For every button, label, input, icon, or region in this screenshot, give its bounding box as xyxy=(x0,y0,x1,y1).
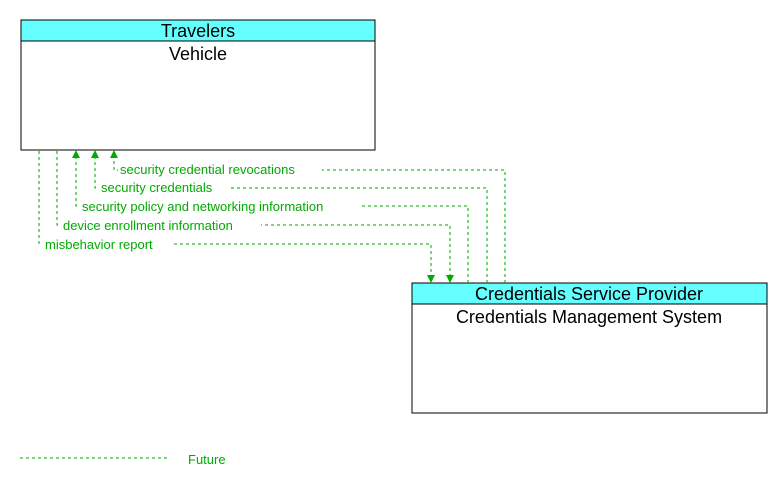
flow-label: security policy and networking informati… xyxy=(82,199,323,214)
flow-label: security credential revocations xyxy=(120,162,295,177)
arrowhead-icon xyxy=(427,275,435,283)
vehicle-entity[interactable]: Travelers Vehicle xyxy=(20,19,376,151)
arrowhead-icon xyxy=(72,150,80,158)
flow-misbehavior-report[interactable]: misbehavior report xyxy=(38,151,435,283)
legend-future-label: Future xyxy=(188,452,226,467)
cms-entity[interactable]: Credentials Service Provider Credentials… xyxy=(411,282,768,414)
flow-label: misbehavior report xyxy=(45,237,153,252)
legend: Future xyxy=(20,452,226,467)
arrowhead-icon xyxy=(91,150,99,158)
cms-header: Credentials Service Provider xyxy=(475,284,703,304)
flow-security-credentials[interactable]: security credentials xyxy=(91,150,488,283)
vehicle-name: Vehicle xyxy=(169,44,227,64)
arrowhead-icon xyxy=(110,150,118,158)
cms-name: Credentials Management System xyxy=(456,307,722,327)
flow-security-credential-revocations[interactable]: security credential revocations xyxy=(110,150,506,283)
cms-header-bar xyxy=(411,282,768,305)
vehicle-header-bar xyxy=(20,19,376,42)
flow-label: device enrollment information xyxy=(63,218,233,233)
flow-device-enrollment[interactable]: device enrollment information xyxy=(56,151,454,283)
flow-security-policy[interactable]: security policy and networking informati… xyxy=(72,150,469,283)
arrowhead-icon xyxy=(446,275,454,283)
flow-label: security credentials xyxy=(101,180,213,195)
vehicle-header: Travelers xyxy=(161,21,235,41)
